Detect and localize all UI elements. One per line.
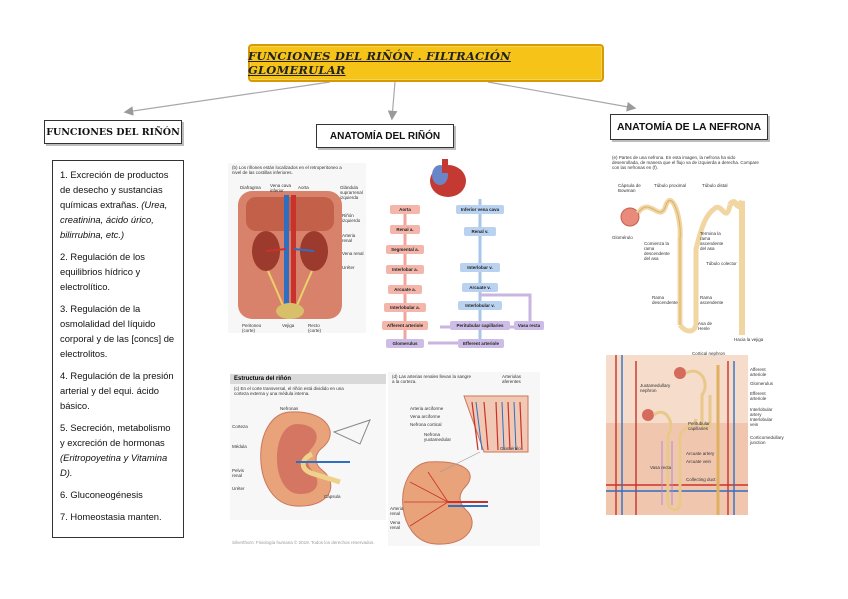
arrow-to-funciones xyxy=(123,81,331,116)
flow-box-vasa-recta: Vasa recta xyxy=(514,321,544,330)
flow-box-afferent-arteriole: Afferent arteriole xyxy=(382,321,428,330)
vessels-label: Glomérulo xyxy=(500,446,521,451)
function-item-3: 3. Regulación de la osmolalidad del líqu… xyxy=(60,303,175,359)
cortex-label: Collecting duct xyxy=(686,477,716,482)
cortex-nephron-figure: Cortical nephron Juxtamedullary nephron … xyxy=(606,351,784,515)
function-item-6: 6. Gluconeogénesis xyxy=(60,489,143,500)
abdomen-label: Peritoneo (corte) xyxy=(242,323,262,333)
abdomen-label: Vejiga xyxy=(282,323,295,328)
copyright-text: Silverthorn: Fisiología humana © 2019. T… xyxy=(232,540,375,545)
cortex-label: Arcuate artery xyxy=(686,451,715,456)
nephron-label: Asa de Henle xyxy=(698,321,713,331)
function-item-5: 5. Secreción, metabolismo y excreción de… xyxy=(60,422,171,478)
abdomen-label: Recto (corte) xyxy=(308,323,322,333)
flow-box-interlobar-a: Interlobar a. xyxy=(386,265,424,274)
flow-box-peritubular-capillaries: Peritubular capillaries xyxy=(450,321,510,330)
cortex-label: Interlobular artery xyxy=(750,407,773,417)
cortex-label: Glomerulus xyxy=(750,381,774,386)
flow-box-arcuate-v: Arcuate v. xyxy=(462,283,498,292)
vessels-label: Vena renal xyxy=(390,520,401,530)
flow-box-aorta: Aorta xyxy=(390,205,420,214)
cortex-label: Interlobular vein xyxy=(750,417,773,427)
header-funciones: FUNCIONES DEL RIÑÓN xyxy=(44,120,182,144)
kidney-label: Uréter xyxy=(232,486,245,491)
title-banner xyxy=(248,44,604,82)
flow-box-inferior-vena-cava: Inferior vena cava xyxy=(456,205,504,214)
cortex-label: Arcuate vein xyxy=(686,459,712,464)
kidney-title: Estructura del riñón xyxy=(230,374,386,384)
flow-box-efferent-arteriole: Efferent arteriole xyxy=(458,339,504,348)
vessels-label: Nefrona yuxtamedular xyxy=(424,432,452,442)
function-item-2: 2. Regulación de los equilibrios hídrico… xyxy=(60,251,145,292)
abdomen-label: Aorta xyxy=(298,185,309,190)
vessels-label: Arteria renal xyxy=(390,506,404,516)
flow-box-renal-v: Renal v. xyxy=(464,227,496,236)
nephron-label: Termina la rama ascendente del asa xyxy=(700,231,724,251)
kidney-label: Corteza xyxy=(232,424,248,429)
nephron-caption: (e) Partes de una nefrona. En esta image… xyxy=(612,155,759,170)
abdomen-caption: (b) Los riñones están localizados en el … xyxy=(232,165,342,175)
abdomen-label: Glándula suprarrenal izquierda xyxy=(340,185,363,200)
kidney-structure-figure: Estructura del riñón (c) En el corte tra… xyxy=(230,374,386,520)
cortex-label: Afferent arteriole xyxy=(750,367,767,377)
nephron-label: Cápsula de Bowman xyxy=(618,183,641,193)
kidney-label: Pelvis renal xyxy=(232,468,245,478)
arrow-to-nefrona xyxy=(487,81,637,112)
function-item-1: 1. Excreción de productos de desecho y s… xyxy=(60,169,169,240)
circulation-flowchart: Aorta Renal a. Segmental a. Interlobar a… xyxy=(380,155,546,353)
nephron-figure: (e) Partes de una nefrona. En esta image… xyxy=(610,155,768,345)
cortex-label: Efferent arteriole xyxy=(750,391,767,401)
abdomen-label: Riñón izquierdo xyxy=(342,213,361,223)
arrow-to-anatomia xyxy=(387,81,398,121)
vessels-label: Vena arciforme xyxy=(410,414,441,419)
abdomen-label: Vena renal xyxy=(342,251,364,256)
flow-box-arcuate-a: Arcuate a. xyxy=(388,285,422,294)
header-anatomia: ANATOMÍA DEL RIÑÓN xyxy=(316,124,454,148)
abdomen-label: Diafragma xyxy=(240,185,261,190)
flow-box-interlobar-v: Interlobar v. xyxy=(460,263,500,272)
abdomen-label: Vena cava inferior xyxy=(270,183,292,193)
vessels-label: Arteriolas aferentes xyxy=(502,374,522,384)
nephron-label: Túbulo proximal xyxy=(654,183,687,188)
flow-box-interlobular-v: Interlobular v. xyxy=(458,301,502,310)
nephron-label: Hacia la vejiga xyxy=(734,337,764,342)
function-item-4: 4. Regulación de la presión arterial y d… xyxy=(60,370,174,411)
kidney-label: Nefronas xyxy=(280,406,299,411)
kidney-label: Médula xyxy=(232,444,247,449)
cortex-label: Juxtamedullary nephron xyxy=(640,383,671,393)
functions-list: 1. Excreción de productos de desecho y s… xyxy=(52,160,184,538)
flow-box-renal-a: Renal a. xyxy=(390,225,420,234)
cortex-label: Vasa recta xyxy=(650,465,672,470)
vessels-caption: (d) Las arterias renales llevan la sangr… xyxy=(392,374,472,384)
nephron-label: Rama descendente xyxy=(652,295,678,305)
abdomen-label: Uréter xyxy=(342,265,355,270)
nephron-label: Túbulo distal xyxy=(702,183,728,188)
kidney-caption: (c) En el corte transversal, el riñón es… xyxy=(234,386,344,396)
header-nefrona: ANATOMÍA DE LA NEFRONA xyxy=(610,114,768,140)
abdomen-figure: (b) Los riñones están localizados en el … xyxy=(228,163,366,333)
abdomen-label: Arteria renal xyxy=(342,233,356,243)
nephron-label: Túbulo colector xyxy=(706,261,737,266)
cortex-label: Cortical nephron xyxy=(692,351,726,356)
vessels-label: Arteria arciforme xyxy=(410,406,444,411)
function-item-7: 7. Homeostasia manten. xyxy=(60,511,162,522)
nephron-label: Comienza la rama descendente del asa xyxy=(644,241,670,261)
cortex-label: Peritubular capillaries xyxy=(688,421,710,431)
page-title: FUNCIONES DEL RIÑÓN . FILTRACIÓN GLOMERU… xyxy=(248,49,511,77)
nephron-label: Rama ascendente xyxy=(700,295,724,305)
renal-vessels-figure: (d) Las arterias renales llevan la sangr… xyxy=(388,372,540,546)
cortex-label: Corticomedullary junction xyxy=(750,435,784,445)
flow-box-glomerulus: Glomerulus xyxy=(386,339,424,348)
vessels-label: Nefrona cortical xyxy=(410,422,442,427)
flow-box-interlobular-a: Interlobular a. xyxy=(384,303,426,312)
flow-box-segmental-a: Segmental a. xyxy=(386,245,424,254)
nephron-label: Glomérulo xyxy=(612,235,633,240)
kidney-label: Cápsula xyxy=(324,494,341,499)
